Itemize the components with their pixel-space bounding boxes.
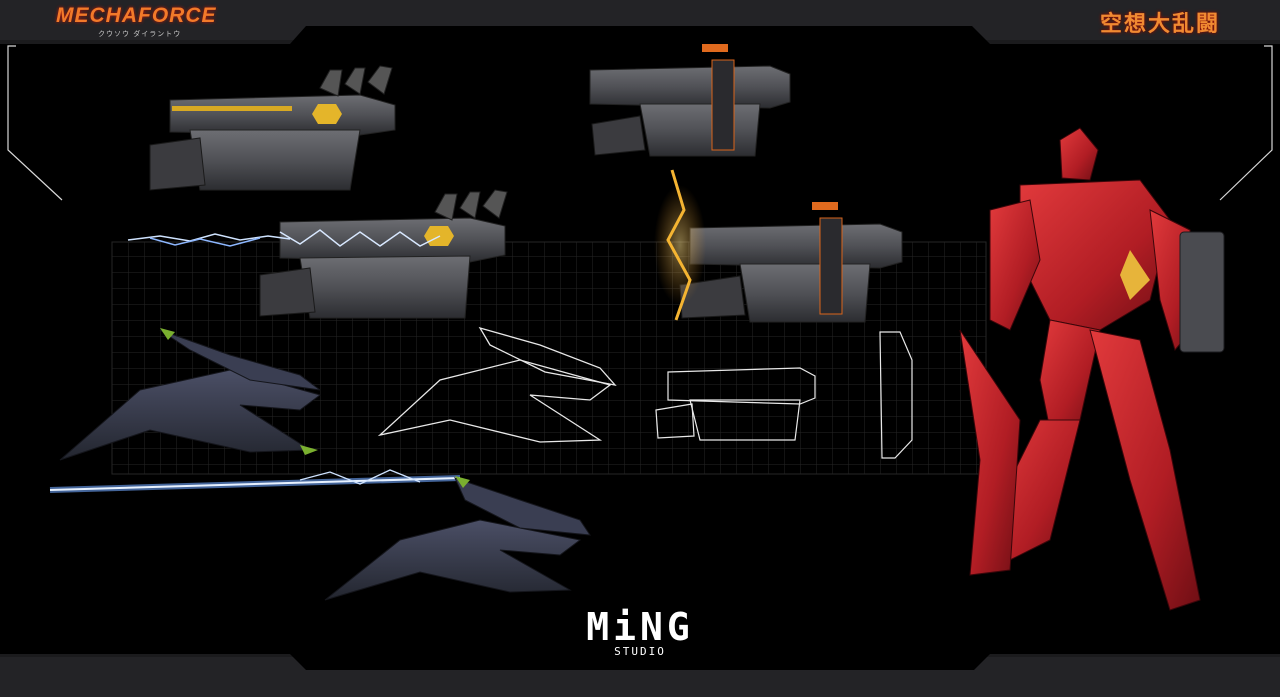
mechaforce-logo: MECHAFORCE クウソウ ダイラントウ (56, 4, 218, 38)
cannon-weapon-icon (589, 44, 791, 157)
kuusou-dairantou-logo: 空想大乱闘 (1099, 12, 1220, 37)
cannon-weapon-icon (679, 202, 903, 323)
corner-brackets (7, 45, 1273, 201)
wireframe-sketch-icon (655, 331, 913, 459)
red-mech-robot-icon (959, 127, 1225, 611)
studio-tag: STUDIO (614, 645, 666, 658)
lightning-effect-icon (654, 169, 706, 321)
mechaforce-logo-subtitle: クウソウ ダイラントウ (98, 30, 182, 38)
cannon-weapon-icon (149, 65, 396, 191)
lightning-effect-icon (49, 469, 461, 493)
studio-name: MiNG (586, 605, 694, 649)
cannon-weapon-icon (259, 189, 508, 319)
ming-studio-logo: MiNG STUDIO (575, 607, 705, 667)
blade-weapon-icon (324, 476, 592, 601)
wireframe-sketch-icon (377, 326, 617, 443)
blade-weapon-icon (59, 328, 322, 461)
mechaforce-logo-text: MECHAFORCE (56, 4, 217, 27)
lightning-effect-icon (127, 229, 441, 247)
